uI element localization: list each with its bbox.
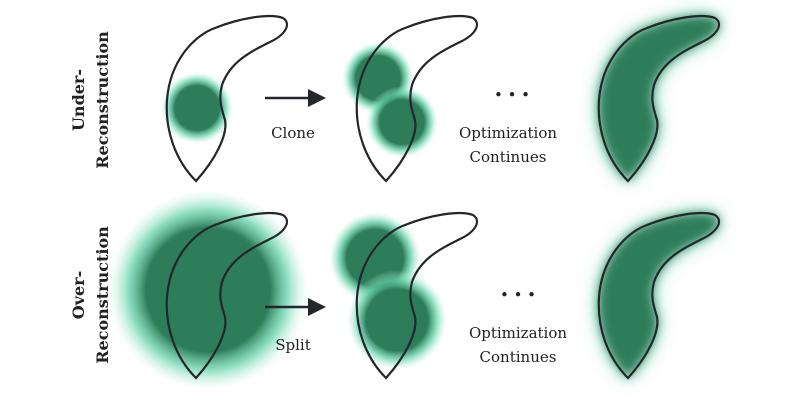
gaussian <box>108 190 308 390</box>
split-arrow <box>265 298 326 316</box>
ellipsis: • • • <box>494 86 530 104</box>
continues-label-2: Continues <box>470 148 547 166</box>
gaussian-clone <box>366 86 438 158</box>
over-initial <box>108 190 308 390</box>
svg-text:Reconstruction: Reconstruction <box>93 31 112 169</box>
under-final <box>597 14 721 183</box>
clone-arrow <box>265 89 326 107</box>
clone-label: Clone <box>271 124 315 142</box>
gaussian-split <box>347 270 447 370</box>
continues-label-1: Optimization <box>459 124 557 142</box>
over-split <box>329 211 479 380</box>
split-label: Split <box>275 336 311 354</box>
row-label-over: Over- Reconstruction <box>69 226 112 364</box>
continues-label-1: Optimization <box>469 324 567 342</box>
under-initial <box>161 14 289 183</box>
svg-text:Reconstruction: Reconstruction <box>93 226 112 364</box>
svg-text:Under-: Under- <box>69 69 88 131</box>
over-final <box>597 211 721 380</box>
svg-text:Over-: Over- <box>69 271 88 319</box>
row-label-under: Under- Reconstruction <box>69 31 112 169</box>
gaussian <box>161 72 233 144</box>
continues-label-2: Continues <box>480 348 557 366</box>
ellipsis: • • • <box>500 286 536 304</box>
under-cloned <box>342 14 479 183</box>
